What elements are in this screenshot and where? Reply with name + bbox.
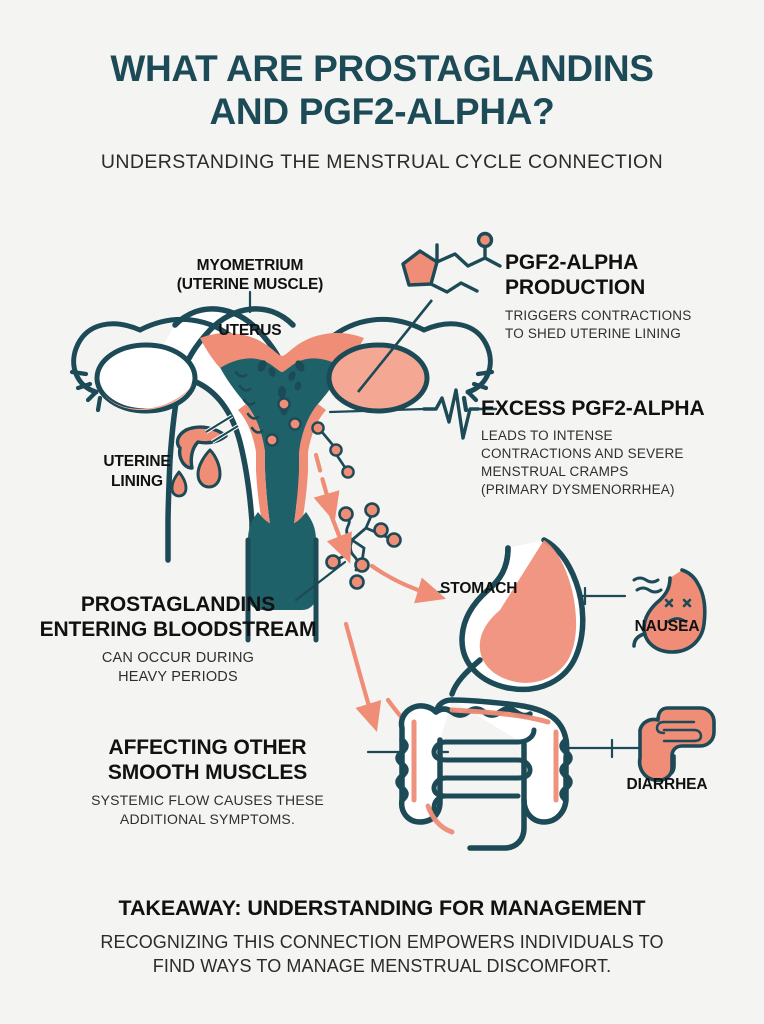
- diarrhea-label: DIARRHEA: [626, 776, 708, 793]
- takeaway-body-line-2: FIND WAYS TO MANAGE MENSTRUAL DISCOMFORT…: [152, 955, 612, 976]
- takeaway-heading: TAKEAWAY: UNDERSTANDING FOR MANAGEMENT: [118, 896, 646, 920]
- bloodstream-body-line-2: HEAVY PERIODS: [118, 669, 238, 686]
- header: WHAT ARE PROSTAGLANDINS AND PGF2-ALPHA? …: [0, 48, 764, 174]
- pgf2alpha-body-line-1: TRIGGERS CONTRACTIONS: [505, 308, 692, 324]
- excess-body: LEADS TO INTENSE CONTRACTIONS AND SEVERE…: [481, 427, 731, 499]
- label-uterus: UTERUS: [165, 322, 335, 340]
- myometrium-line-2: (UTERINE MUSCLE): [176, 276, 324, 294]
- page-title: WHAT ARE PROSTAGLANDINS AND PGF2-ALPHA?: [0, 48, 764, 134]
- takeaway-body: RECOGNIZING THIS CONNECTION EMPOWERS IND…: [0, 931, 764, 979]
- bloodstream-heading-line-2: ENTERING BLOODSTREAM: [39, 618, 317, 642]
- label-diarrhea: DIARRHEA: [612, 776, 722, 794]
- stomach-label: STOMACH: [440, 580, 518, 597]
- bloodstream-body-line-1: CAN OCCUR DURING: [101, 650, 255, 667]
- footer-takeaway: TAKEAWAY: UNDERSTANDING FOR MANAGEMENT R…: [0, 896, 764, 979]
- nausea-icon: [632, 568, 707, 654]
- uterine-lining-line-1: UTERINE: [103, 453, 171, 470]
- pgf2alpha-heading-line-2: PRODUCTION: [505, 276, 646, 300]
- nausea-label: NAUSEA: [634, 618, 700, 635]
- smooth-heading-line-1: AFFECTING OTHER: [108, 736, 307, 759]
- bloodstream-heading-line-1: PROSTAGLANDINS: [80, 593, 276, 616]
- label-myometrium: MYOMETRIUM (UTERINE MUSCLE): [120, 256, 380, 294]
- callout-prostaglandins-bloodstream: PROSTAGLANDINS ENTERING BLOODSTREAM CAN …: [18, 592, 338, 687]
- excess-body-line-3: MENSTRUAL CRAMPS: [481, 464, 629, 480]
- excess-body-line-4: (PRIMARY DYSMENORRHEA): [481, 482, 675, 498]
- label-uterine-lining: UTERINE LINING: [62, 452, 212, 492]
- digestive-system-illustration: [395, 537, 586, 851]
- label-stomach: STOMACH: [440, 580, 550, 598]
- page-subtitle: UNDERSTANDING THE MENSTRUAL CYCLE CONNEC…: [100, 150, 664, 173]
- excess-body-line-1: LEADS TO INTENSE: [481, 428, 613, 444]
- pgf2alpha-body: TRIGGERS CONTRACTIONS TO SHED UTERINE LI…: [505, 307, 735, 343]
- excess-body-line-2: CONTRACTIONS AND SEVERE: [481, 446, 684, 462]
- pgf2alpha-body-line-2: TO SHED UTERINE LINING: [505, 326, 681, 342]
- smooth-body-line-1: SYSTEMIC FLOW CAUSES THESE: [91, 792, 324, 809]
- bloodstream-body: CAN OCCUR DURING HEAVY PERIODS: [18, 649, 338, 687]
- excess-heading: EXCESS PGF2-ALPHA: [481, 397, 705, 420]
- title-line-1: WHAT ARE PROSTAGLANDINS: [110, 48, 654, 89]
- smooth-body: SYSTEMIC FLOW CAUSES THESE ADDITIONAL SY…: [50, 791, 365, 827]
- title-line-2: AND PGF2-ALPHA?: [209, 90, 555, 132]
- prostaglandin-molecule-icon: [401, 231, 502, 294]
- callout-pgf2alpha-production: PGF2-ALPHA PRODUCTION TRIGGERS CONTRACTI…: [505, 250, 735, 344]
- callout-excess-pgf2alpha: EXCESS PGF2-ALPHA LEADS TO INTENSE CONTR…: [481, 396, 731, 500]
- uterus-illustration: [69, 299, 495, 643]
- callout-smooth-muscles: AFFECTING OTHER SMOOTH MUSCLES SYSTEMIC …: [50, 735, 365, 828]
- myometrium-line-1: MYOMETRIUM: [196, 257, 304, 274]
- label-nausea: NAUSEA: [617, 618, 717, 636]
- pgf2alpha-heading-line-1: PGF2-ALPHA: [505, 251, 639, 274]
- smooth-body-line-2: ADDITIONAL SYMPTOMS.: [119, 810, 296, 827]
- uterus-label: UTERUS: [218, 322, 282, 339]
- smooth-heading-line-2: SMOOTH MUSCLES: [107, 761, 308, 785]
- takeaway-body-line-1: RECOGNIZING THIS CONNECTION EMPOWERS IND…: [100, 932, 664, 952]
- diarrhea-icon: [637, 706, 716, 783]
- uterine-lining-line-2: LINING: [111, 472, 163, 490]
- heartbeat-waveform-icon: [422, 388, 480, 440]
- prostaglandin-molecules: [265, 397, 402, 590]
